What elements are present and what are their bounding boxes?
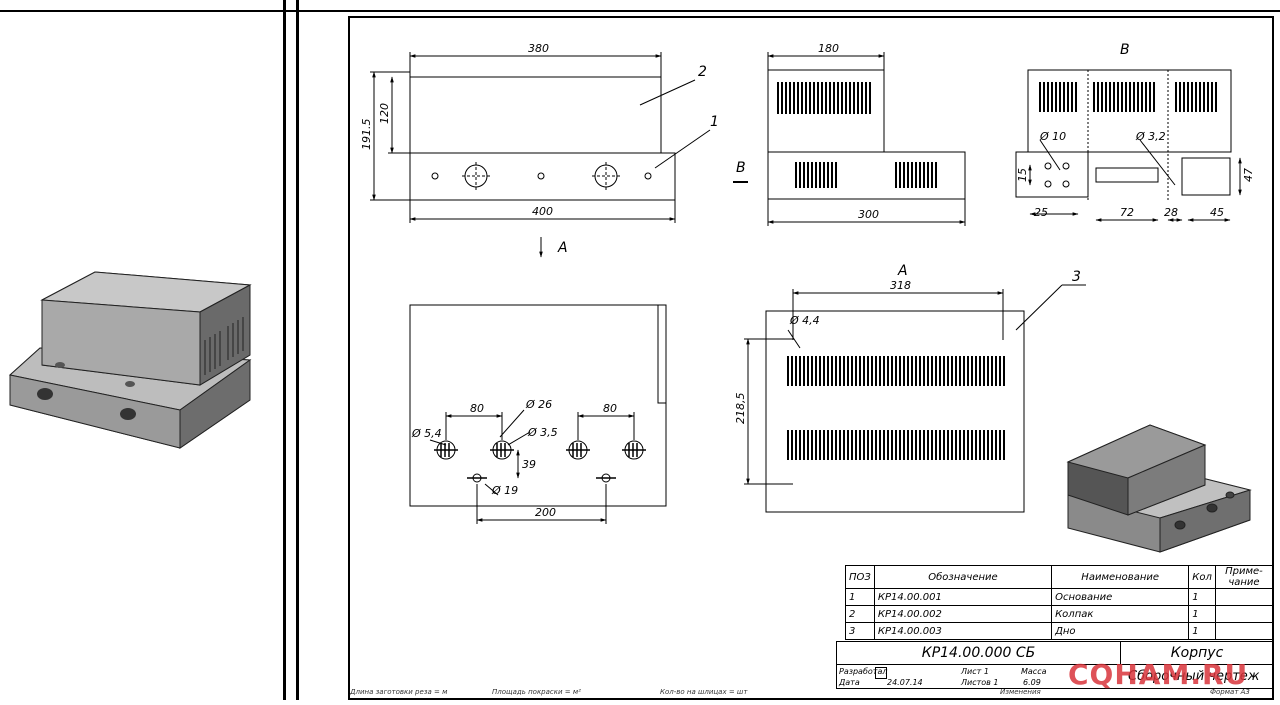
bom-designation: КР14.00.003 bbox=[873, 622, 1053, 640]
top-border bbox=[0, 0, 1280, 12]
view-b-vent-slots bbox=[1039, 82, 1217, 112]
dim-bottom-d54: Ø 5,4 bbox=[411, 427, 442, 440]
dim-side-width: 300 bbox=[858, 208, 879, 221]
side-vent-slots bbox=[777, 82, 937, 188]
dim-front-height-cover: 120 bbox=[378, 103, 391, 124]
bill-of-materials: ПОЗ Обозначение Наименование Кол Приме-ч… bbox=[845, 565, 1274, 640]
dim-bottom-d26: Ø 26 bbox=[525, 398, 552, 411]
bom-row: 3 КР14.00.003 Дно 1 bbox=[845, 622, 1274, 640]
dim-a-d44: Ø 4,4 bbox=[789, 314, 820, 327]
footer-format: Формат А3 bbox=[1210, 688, 1250, 696]
view-b bbox=[1015, 69, 1242, 222]
dim-b-25: 25 bbox=[1034, 206, 1048, 219]
dim-bottom-39: 39 bbox=[522, 458, 536, 471]
footer-cut-length: Длина заготовки реза = м bbox=[350, 688, 448, 696]
bom-qty: 1 bbox=[1188, 622, 1216, 640]
dim-bottom-200: 200 bbox=[535, 506, 556, 519]
bom-designation: КР14.00.001 bbox=[873, 588, 1053, 606]
bom-header-note: Приме-чание bbox=[1214, 565, 1274, 589]
bottom-view-hole-hatching bbox=[434, 443, 646, 479]
watermark-logo: CQHAM.RU bbox=[1068, 658, 1249, 691]
bom-row: 1 КР14.00.001 Основание 1 bbox=[845, 588, 1274, 606]
view-b-arrow-label: B bbox=[736, 160, 746, 176]
drawing-code: КР14.00.000 СБ bbox=[837, 642, 1121, 665]
bom-name: Основание bbox=[1051, 588, 1190, 606]
sheets-label: Листов 1 bbox=[961, 678, 999, 687]
mass-label: Масса bbox=[1021, 667, 1047, 676]
assembly-preview-3d bbox=[8, 271, 252, 449]
panel-separator[interactable] bbox=[283, 0, 286, 700]
panel-separator-2 bbox=[296, 0, 299, 700]
sheet-label: Лист 1 bbox=[961, 667, 989, 676]
bom-row: 2 КР14.00.002 Колпак 1 bbox=[845, 605, 1274, 623]
position-2-label: 2 bbox=[698, 64, 707, 80]
drawing-name: Корпус bbox=[1120, 642, 1274, 665]
dim-a-318: 318 bbox=[890, 279, 911, 292]
dim-bottom-80-right: 80 bbox=[603, 402, 617, 415]
front-view bbox=[370, 52, 711, 258]
bottom-view bbox=[409, 304, 667, 524]
developer-label: Разработал bbox=[839, 667, 888, 676]
drawing-subtitle: Сборочный чертеж bbox=[1128, 669, 1260, 684]
dim-b-28: 28 bbox=[1164, 206, 1178, 219]
dim-b-15: 15 bbox=[1016, 168, 1029, 182]
bom-qty: 1 bbox=[1188, 605, 1216, 623]
dim-b-47: 47 bbox=[1242, 168, 1255, 182]
bom-header-qty: Кол bbox=[1188, 565, 1216, 589]
bom-note bbox=[1214, 588, 1274, 606]
date-value: 24.07.14 bbox=[887, 678, 923, 687]
drawing-sheet-frame bbox=[348, 16, 1274, 700]
dim-b-d10: Ø 10 bbox=[1039, 130, 1066, 143]
dim-bottom-d19: Ø 19 bbox=[491, 484, 518, 497]
bom-name: Дно bbox=[1051, 622, 1190, 640]
bom-designation: КР14.00.002 bbox=[873, 605, 1053, 623]
dim-bottom-d35: Ø 3,5 bbox=[527, 426, 558, 439]
position-3-label: 3 bbox=[1072, 269, 1081, 285]
dim-side-top-width: 180 bbox=[818, 42, 839, 55]
bom-header-row: ПОЗ Обозначение Наименование Кол Приме-ч… bbox=[845, 565, 1274, 589]
view-b-title: B bbox=[1120, 42, 1130, 58]
dim-a-218-5: 218,5 bbox=[734, 393, 747, 425]
dim-b-45: 45 bbox=[1210, 206, 1224, 219]
footer-slots-count: Кол-во на шлицах = шт bbox=[660, 688, 748, 696]
bom-note bbox=[1214, 605, 1274, 623]
bom-qty: 1 bbox=[1188, 588, 1216, 606]
footer-changes: Изменения bbox=[1000, 688, 1041, 696]
footer-paint-area: Площадь покраски = м² bbox=[492, 688, 581, 696]
bom-poz: 3 bbox=[845, 622, 875, 640]
bom-poz: 2 bbox=[845, 605, 875, 623]
check-box bbox=[875, 667, 887, 679]
bom-note bbox=[1214, 622, 1274, 640]
preview-panel bbox=[0, 10, 283, 700]
view-a-vent-slots bbox=[787, 356, 1005, 460]
position-1-label: 1 bbox=[710, 114, 719, 130]
date-label: Дата bbox=[839, 678, 860, 687]
bom-poz: 1 bbox=[845, 588, 875, 606]
view-a-arrow-label: A bbox=[557, 240, 568, 256]
bom-header-poz: ПОЗ bbox=[845, 565, 875, 589]
dim-front-top-width: 380 bbox=[528, 42, 549, 55]
assembly-isometric-3d bbox=[1066, 424, 1252, 553]
bom-name: Колпак bbox=[1051, 605, 1190, 623]
title-block: КР14.00.000 СБ Корпус Сборочный чертеж Р… bbox=[836, 641, 1274, 689]
side-view bbox=[733, 52, 966, 226]
dim-b-72: 72 bbox=[1120, 206, 1134, 219]
dim-b-d32: Ø 3,2 bbox=[1135, 130, 1166, 143]
dim-front-height-total: 191.5 bbox=[360, 119, 373, 151]
view-a bbox=[744, 284, 1086, 513]
view-a-title: A bbox=[897, 263, 908, 279]
bom-header-designation: Обозначение bbox=[873, 565, 1053, 589]
mass-value: 6.09 bbox=[1023, 678, 1041, 687]
dim-front-width: 400 bbox=[532, 205, 553, 218]
bom-header-name: Наименование bbox=[1051, 565, 1190, 589]
dim-bottom-80-left: 80 bbox=[470, 402, 484, 415]
